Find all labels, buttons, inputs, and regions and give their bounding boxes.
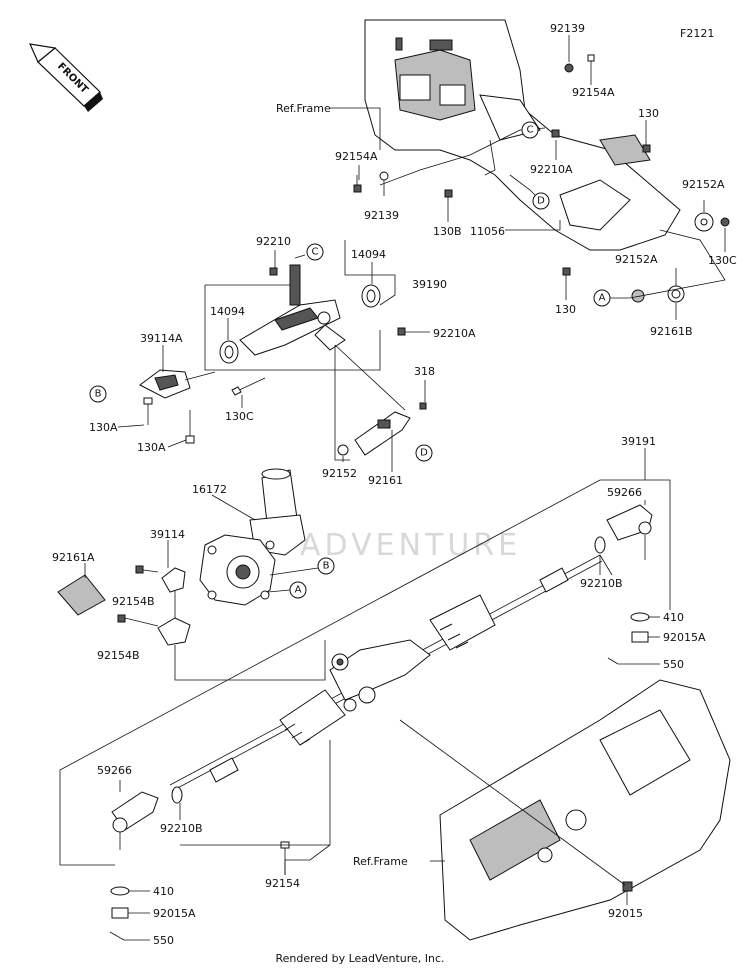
svg-text:D: D	[420, 448, 428, 459]
label-14094-left: 14094	[210, 305, 245, 318]
label-92154b-2: 92154B	[97, 649, 140, 662]
lower-leader-lines	[59, 448, 671, 941]
label-92139-top: 92139	[550, 22, 585, 35]
label-550-right: 550	[663, 658, 684, 671]
watermark-text: ADVENTURE	[300, 528, 521, 563]
label-92139-left: 92139	[364, 209, 399, 222]
label-92210b-left: 92210B	[160, 822, 203, 835]
label-130a-2: 130A	[137, 441, 166, 454]
label-11056: 11056	[470, 225, 505, 238]
label-130-top: 130	[638, 107, 659, 120]
label-92161b: 92161B	[650, 325, 693, 338]
label-92015a-right: 92015A	[663, 631, 706, 644]
label-39114: 39114	[150, 528, 185, 541]
label-92154a-left: 92154A	[335, 150, 378, 163]
eps-motor-drawing	[199, 468, 306, 606]
callout-d-mid: D	[415, 444, 433, 462]
callout-c-top: C	[521, 121, 539, 139]
svg-text:B: B	[323, 561, 330, 572]
label-92210b-right: 92210B	[580, 577, 623, 590]
label-92152a-right: 92152A	[682, 178, 725, 191]
label-130a-1: 130A	[89, 421, 118, 434]
label-410-right: 410	[663, 611, 684, 624]
label-16172: 16172	[192, 483, 227, 496]
label-92015: 92015	[608, 907, 643, 920]
label-92154: 92154	[265, 877, 300, 890]
label-39191: 39191	[621, 435, 656, 448]
label-92210: 92210	[256, 235, 291, 248]
steering-rack-drawing	[169, 554, 603, 792]
label-ref-frame-bottom: Ref.Frame	[353, 855, 408, 868]
label-92015a-left: 92015A	[153, 907, 196, 920]
label-92161a: 92161A	[52, 551, 95, 564]
label-130c-mid: 130C	[225, 410, 254, 423]
lower-frame-drawing	[439, 679, 731, 941]
lower-shaft-drawing	[57, 565, 326, 681]
svg-text:B: B	[95, 389, 102, 400]
label-410-left: 410	[153, 885, 174, 898]
label-318: 318	[414, 365, 435, 378]
label-130c-right: 130C	[708, 254, 737, 267]
label-59266-right: 59266	[607, 486, 642, 499]
callout-d-top: D	[532, 192, 550, 210]
label-39114a: 39114A	[140, 332, 183, 345]
label-14094-right: 14094	[351, 248, 386, 261]
upper-frame-drawing	[364, 19, 681, 251]
callout-c-mid: C	[306, 243, 324, 261]
svg-text:A: A	[295, 585, 302, 596]
svg-text:C: C	[527, 125, 534, 136]
label-92210a-top: 92210A	[530, 163, 573, 176]
front-arrow-icon: FRONT	[29, 43, 103, 112]
svg-text:C: C	[312, 247, 319, 258]
label-39190: 39190	[412, 278, 447, 291]
callout-b-motor: B	[269, 557, 335, 576]
svg-text:D: D	[537, 196, 545, 207]
label-59266-left: 59266	[97, 764, 132, 777]
label-550-left: 550	[153, 934, 174, 947]
part-labels: 92139 92154A Ref.Frame 130 92154A 92210A…	[52, 22, 737, 947]
callout-markers: C D A C B D B A	[89, 121, 611, 599]
label-92152: 92152	[322, 467, 357, 480]
callout-a-motor: A	[267, 581, 307, 599]
label-130-mid: 130	[555, 303, 576, 316]
label-92152a-mid: 92152A	[615, 253, 658, 266]
label-92210a-mid: 92210A	[433, 327, 476, 340]
svg-text:A: A	[599, 293, 606, 304]
diagram-code: F2121	[680, 27, 714, 40]
tie-rod-ends	[109, 504, 653, 941]
callout-b-left: B	[89, 385, 107, 403]
label-130b: 130B	[433, 225, 462, 238]
label-92154b-1: 92154B	[112, 595, 155, 608]
callout-a-top: A	[593, 289, 611, 307]
steering-column-drawing	[139, 240, 427, 461]
label-ref-frame-top: Ref.Frame	[276, 102, 331, 115]
footer-credit: Rendered by LeadVenture, Inc.	[275, 952, 444, 965]
label-92161: 92161	[368, 474, 403, 487]
column-leader-lines	[117, 250, 430, 472]
label-92154a-top: 92154A	[572, 86, 615, 99]
upper-fasteners	[353, 54, 730, 303]
